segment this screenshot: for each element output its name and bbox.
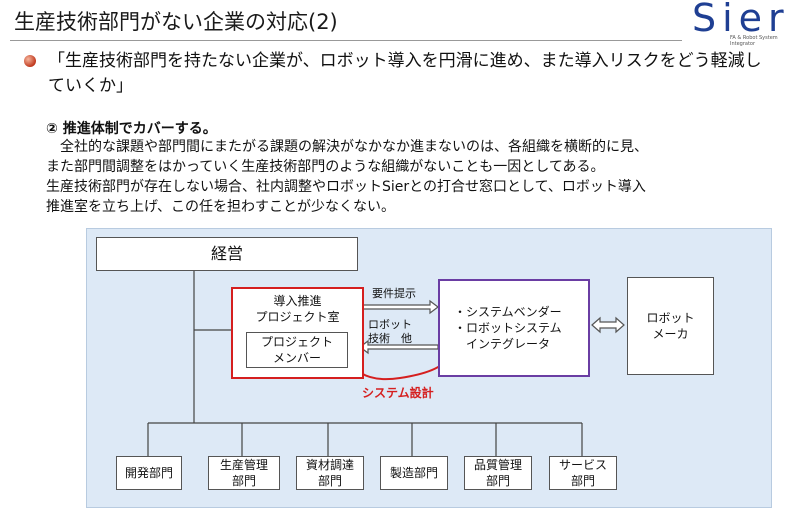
department-label: 部門 (231, 474, 256, 488)
body-paragraph: 全社的な課題や部門間にまたがる課題の解決がなかなか進まないのは、各組織を横断的に… (46, 137, 776, 217)
robot-tech-label-line: 技術 他 (368, 332, 412, 345)
logo-text: Sier (692, 0, 790, 40)
department-label: 製造部門 (389, 466, 438, 480)
department-label: 生産管理 (219, 458, 268, 472)
project-members-label: メンバー (272, 351, 321, 365)
project-office-label: プロジェクト室 (255, 310, 340, 324)
department-box: 生産管理部門 (208, 456, 280, 490)
robot-maker-label: メーカ (652, 327, 689, 341)
requirements-label: 要件提示 (372, 287, 416, 300)
integrator-box: ・システムベンダー ・ロボットシステム インテグレータ (438, 279, 590, 377)
robot-tech-label-line: ロボット (368, 318, 412, 331)
department-label: 部門 (570, 474, 595, 488)
department-box: 品質管理部門 (464, 456, 532, 490)
department-label: 部門 (485, 474, 510, 488)
department-label: 資材調達 (305, 458, 354, 472)
department-label: 部門 (317, 474, 342, 488)
department-label: 開発部門 (124, 466, 173, 480)
project-members-box: プロジェクト メンバー (246, 332, 348, 368)
integrator-label: ・ロボットシステム (454, 321, 562, 335)
project-members-label: プロジェクト (260, 335, 333, 349)
robot-tech-label: ロボット 技術 他 (368, 318, 412, 346)
body-line: 生産技術部門が存在しない場合、社内調整やロボットSierとの打合せ窓口として、ロ… (46, 179, 646, 195)
body-line: また部門間調整をはかっていく生産技術部門のような組織がないことも一因としてある。 (46, 159, 605, 175)
department-box: 資材調達部門 (296, 456, 364, 490)
logo-tagline: FA & Robot System Integrator (730, 35, 778, 47)
management-box: 経営 (96, 237, 358, 271)
page-title: 生産技術部門がない企業の対応(2) (14, 10, 338, 34)
department-box: サービス部門 (549, 456, 617, 490)
department-label: サービス (558, 458, 607, 472)
system-design-label: システム設計 (362, 386, 434, 400)
key-question: 「生産技術部門を持たない企業が、ロボット導入を円滑に進め、また導入リスクをどう軽… (48, 51, 762, 96)
department-label: 品質管理 (473, 458, 522, 472)
integrator-label: ・システムベンダー (454, 305, 562, 319)
section-subheading: ② 推進体制でカバーする。 (46, 121, 217, 137)
title-divider (10, 40, 682, 41)
management-label: 経営 (210, 244, 243, 263)
robot-maker-label: ロボット (646, 311, 695, 325)
department-box: 製造部門 (380, 456, 448, 490)
bullet-icon (24, 55, 36, 67)
integrator-label: インテグレータ (454, 337, 551, 351)
sier-logo: Sier FA & Robot System Integrator (692, 0, 784, 48)
logo-tagline-line: Integrator (730, 41, 756, 47)
department-box: 開発部門 (116, 456, 182, 490)
body-line: 推進室を立ち上げ、この任を担わすことが少なくない。 (46, 199, 396, 215)
logo-tagline-line: FA & Robot System (730, 35, 778, 41)
robot-maker-box: ロボット メーカ (627, 277, 714, 375)
project-office-label: 導入推進 (273, 294, 322, 308)
body-line: 全社的な課題や部門間にまたがる課題の解決がなかなか進まないのは、各組織を横断的に… (46, 139, 648, 155)
